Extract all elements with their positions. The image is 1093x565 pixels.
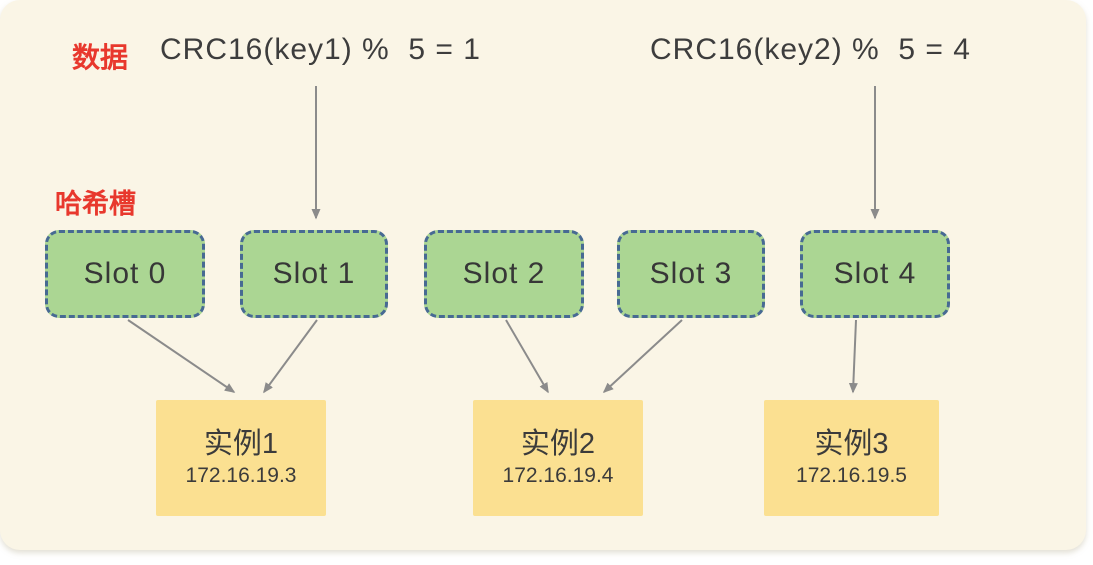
formula-crc16-key2: CRC16(key2) % 5 = 4: [650, 33, 971, 66]
hash-slot-label: 哈希槽: [55, 189, 136, 219]
instance-2-box: 实例2 172.16.19.4: [473, 400, 643, 516]
instance-1-name: 实例1: [203, 428, 279, 461]
instance-2-name: 实例2: [520, 428, 596, 461]
instance-1-ip: 172.16.19.3: [185, 464, 297, 488]
instance-3-box: 实例3 172.16.19.5: [764, 400, 939, 516]
data-label: 数据: [72, 42, 129, 73]
formula-crc16-key1: CRC16(key1) % 5 = 1: [160, 33, 481, 66]
instance-3-name: 实例3: [814, 428, 889, 461]
slot-3-box: Slot 3: [617, 230, 765, 318]
instance-1-box: 实例1 172.16.19.3: [156, 400, 326, 516]
instance-2-ip: 172.16.19.4: [502, 464, 614, 488]
slot-0-box: Slot 0: [45, 230, 205, 318]
slot-2-box: Slot 2: [424, 230, 584, 318]
instance-3-ip: 172.16.19.5: [796, 464, 907, 488]
slot-4-box: Slot 4: [800, 230, 950, 318]
slot-1-box: Slot 1: [240, 230, 388, 318]
